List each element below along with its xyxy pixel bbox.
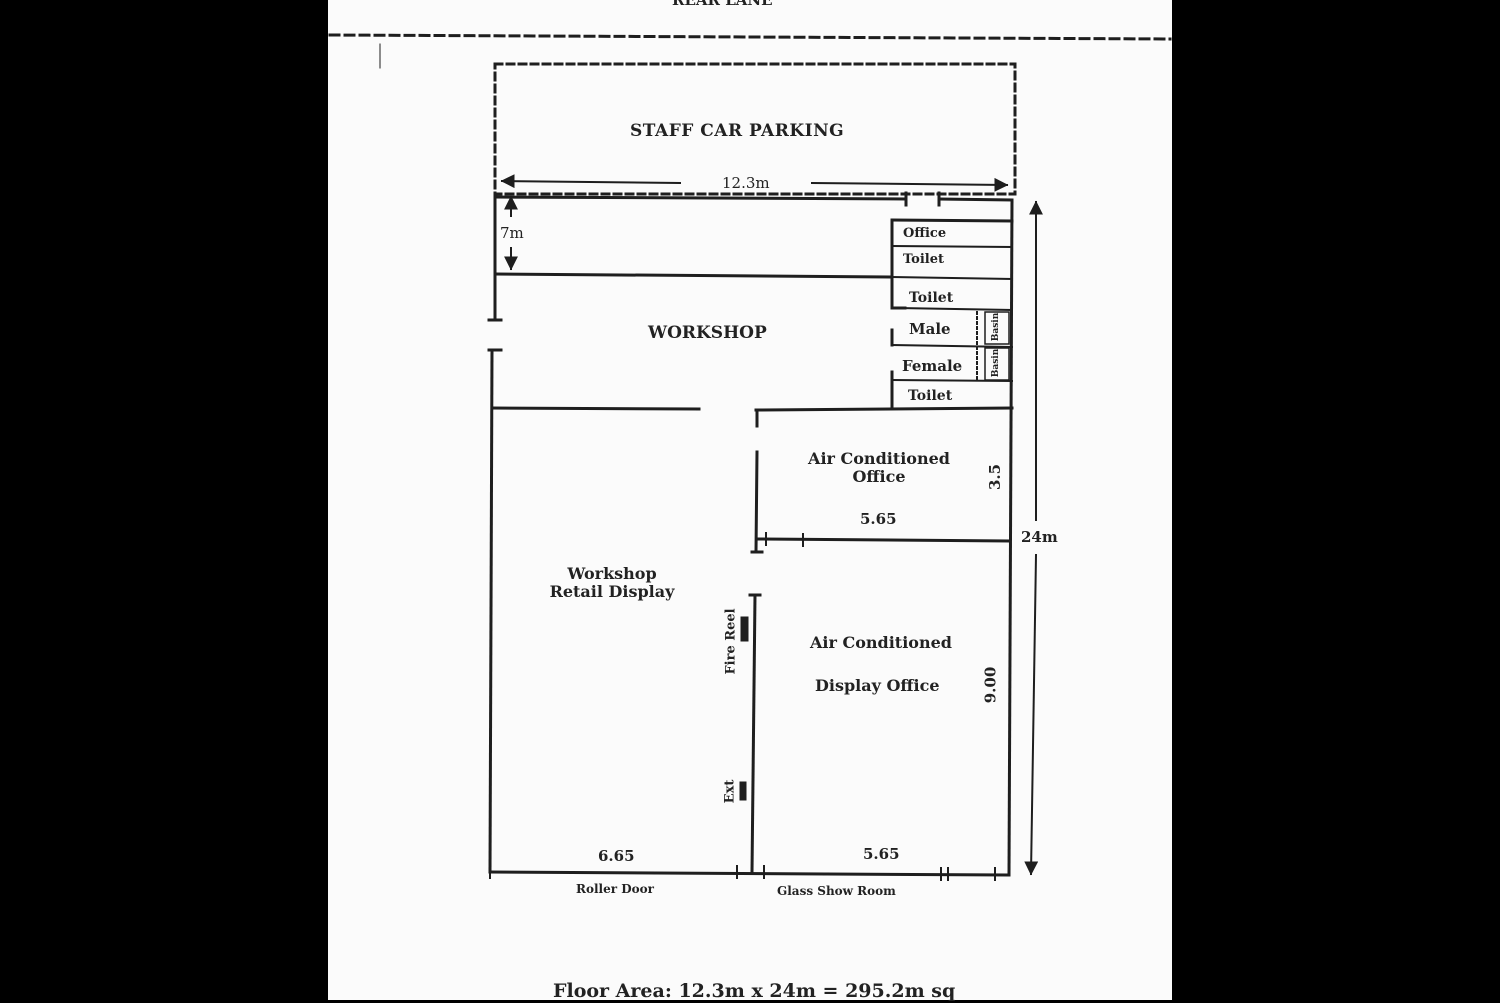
amenities-wall bbox=[890, 218, 1014, 223]
dimension-ac-office-depth-label: 3.5 bbox=[986, 463, 1005, 491]
glass-show-room-label: Glass Show Room bbox=[777, 884, 896, 898]
roller-door-label: Roller Door bbox=[576, 882, 654, 896]
amenities-wall bbox=[896, 306, 1014, 312]
internal-wall-parking-band bbox=[493, 272, 894, 279]
dimension-display-depth-label: 9.00 bbox=[981, 666, 1000, 704]
room-label-display-office-line-1: Air Conditioned bbox=[810, 633, 952, 652]
dimension-front-right-label: 5.65 bbox=[863, 845, 900, 863]
dimension-total-length-label: 24m bbox=[1021, 528, 1058, 546]
fire-reel-marker bbox=[740, 616, 749, 642]
amenities-wall bbox=[890, 275, 1014, 281]
rear-wall-left bbox=[493, 195, 908, 201]
basin-label: Basin bbox=[991, 348, 1002, 378]
amenities-wall bbox=[890, 244, 1014, 249]
extinguisher-label: Ext bbox=[722, 779, 738, 804]
workshop-wall bbox=[754, 406, 1014, 412]
ac-office-wall bbox=[754, 450, 759, 554]
left-wall-lower bbox=[488, 348, 494, 874]
room-label-office: Office bbox=[903, 226, 947, 241]
front-wall bbox=[488, 870, 1009, 877]
dimension-arrow-width-right bbox=[810, 177, 1009, 192]
dimension-width-label: 12.3m bbox=[722, 174, 770, 192]
floor-area-caption: Floor Area: 12.3m x 24m = 295.2m sq bbox=[553, 980, 956, 1002]
room-label-display-office-line-2: Display Office bbox=[815, 676, 940, 695]
staff-car-parking-area bbox=[493, 62, 1017, 196]
room-label-toilet: Toilet bbox=[909, 290, 954, 306]
rear-wall-right bbox=[937, 197, 1014, 202]
retail-line-2: Retail Display bbox=[549, 582, 675, 602]
basin-fixture bbox=[984, 311, 1010, 345]
right-wall bbox=[1007, 198, 1014, 877]
ac-office-line-1: Air Conditioned bbox=[808, 449, 950, 468]
ac-office-line-2: Office bbox=[852, 467, 906, 487]
extinguisher-marker bbox=[739, 781, 747, 801]
staff-car-parking-label: STAFF CAR PARKING bbox=[630, 121, 845, 141]
room-label-workshop: WORKSHOP bbox=[648, 323, 767, 343]
dimension-parking-depth-label: 7m bbox=[500, 224, 524, 242]
fire-reel-label: Fire Reel bbox=[723, 608, 739, 675]
room-label-female: Female bbox=[902, 357, 963, 375]
room-label-male: Male bbox=[909, 320, 951, 338]
retail-line-1: Workshop bbox=[567, 564, 657, 583]
room-label-toilet: Toilet bbox=[908, 388, 953, 404]
amenities-wall bbox=[890, 343, 1014, 349]
partition-wall bbox=[750, 593, 757, 874]
workshop-wall bbox=[490, 406, 701, 411]
room-label-toilet: Toilet bbox=[903, 252, 945, 267]
dimension-ac-office-width-label: 5.65 bbox=[860, 510, 897, 528]
dimension-arrow-total-length bbox=[1024, 553, 1039, 876]
rear-lane-label: REAR LANE bbox=[672, 0, 773, 9]
rear-lane-boundary bbox=[328, 33, 1172, 41]
room-label-retail-display: Workshop Retail Display bbox=[540, 564, 684, 602]
room-label-ac-office: Air Conditioned Office bbox=[800, 449, 958, 487]
dimension-front-left-label: 6.65 bbox=[598, 847, 635, 865]
amenities-wall bbox=[890, 378, 1014, 383]
dimension-arrow-width-left bbox=[500, 174, 682, 189]
basin-fixture bbox=[984, 347, 1010, 381]
basin-label: Basin bbox=[991, 312, 1002, 342]
ac-office-lower-wall bbox=[756, 537, 1011, 543]
